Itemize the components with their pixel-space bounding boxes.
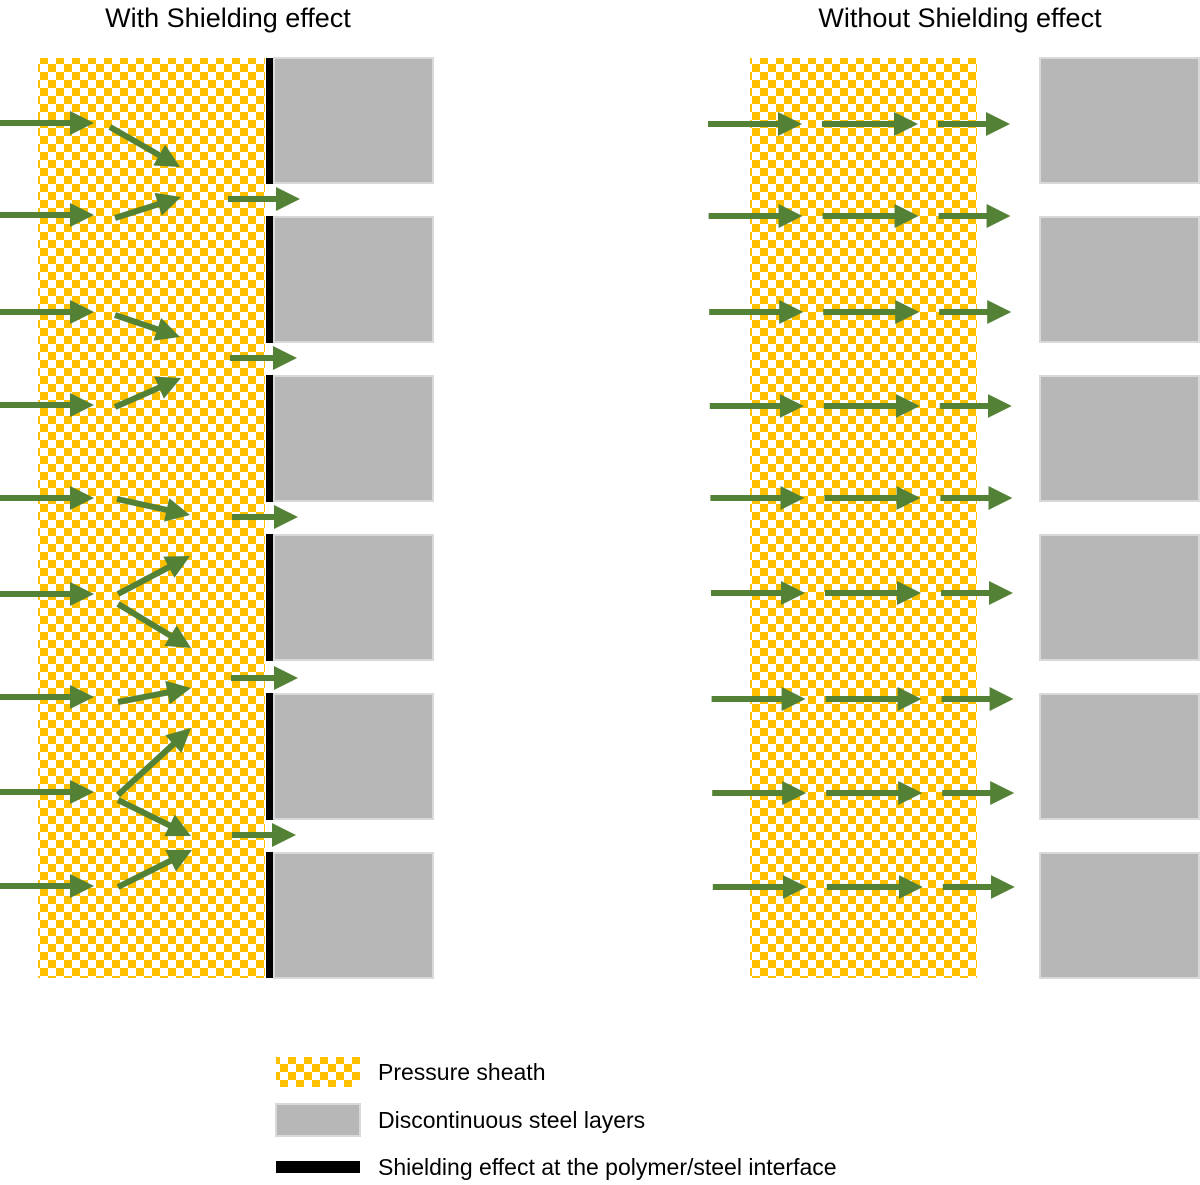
- legend-swatch-shielding: [276, 1161, 360, 1173]
- steel-block: [1039, 534, 1200, 661]
- flux-arrow: [116, 601, 191, 648]
- left-flux-arrows: [0, 111, 300, 898]
- flux-arrow: [116, 496, 191, 522]
- legend-label-steel-layers: Discontinuous steel layers: [378, 1107, 645, 1133]
- right-pressure-sheath: [750, 58, 977, 978]
- steel-block: [273, 534, 434, 661]
- steel-block: [1039, 693, 1200, 820]
- steel-block: [1039, 57, 1200, 184]
- flux-arrow: [117, 680, 192, 705]
- left-panel-title: With Shielding effect: [105, 3, 351, 33]
- steel-block: [273, 375, 434, 502]
- flux-arrow: [115, 728, 192, 798]
- left-steel-layers: [273, 57, 434, 979]
- right-steel-layers: [1039, 57, 1200, 979]
- flux-arrow: [116, 556, 190, 597]
- right-flux-arrows: [708, 112, 1015, 899]
- legend: Pressure sheath Discontinuous steel laye…: [275, 1057, 837, 1180]
- flux-arrow: [108, 124, 180, 168]
- flux-arrow: [116, 797, 191, 837]
- steel-block: [1039, 375, 1200, 502]
- steel-block: [273, 216, 434, 343]
- flux-arrow: [114, 192, 181, 221]
- steel-block: [273, 852, 434, 979]
- right-panel-title: Without Shielding effect: [818, 3, 1102, 33]
- right-panel: [708, 57, 1200, 979]
- legend-label-pressure-sheath: Pressure sheath: [378, 1059, 545, 1085]
- steel-block: [273, 693, 434, 820]
- flux-arrow: [113, 376, 182, 410]
- steel-block: [1039, 216, 1200, 343]
- steel-block: [1039, 852, 1200, 979]
- legend-label-shielding: Shielding effect at the polymer/steel in…: [378, 1154, 837, 1180]
- legend-swatch-steel-layers: [275, 1103, 361, 1137]
- steel-block: [273, 57, 434, 184]
- left-panel: [0, 57, 434, 979]
- flux-arrow: [116, 849, 192, 890]
- flux-arrow: [114, 312, 180, 341]
- legend-swatch-pressure-sheath: [276, 1057, 360, 1087]
